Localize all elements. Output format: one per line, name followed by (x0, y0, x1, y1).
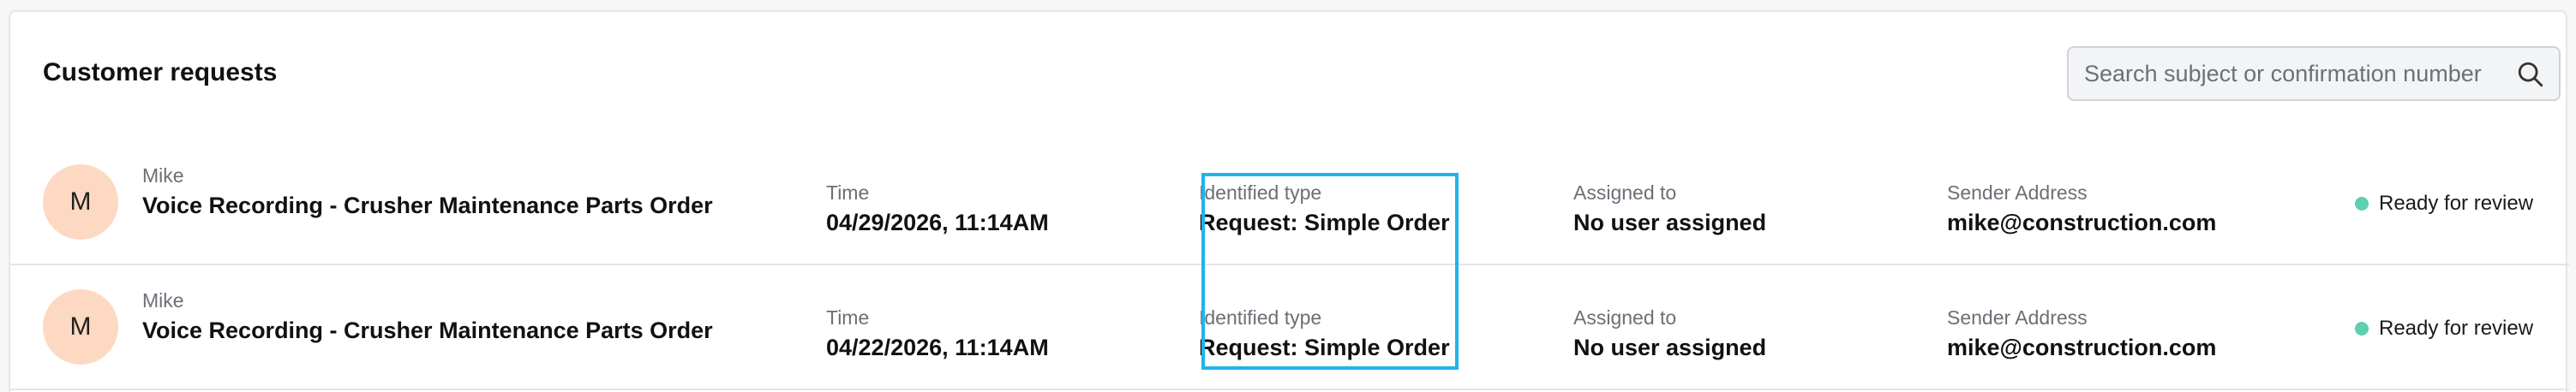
type-column: Identified type Request: Simple Order (1199, 308, 1450, 359)
type-value: Request: Simple Order (1199, 210, 1450, 235)
status-badge: Ready for review (2355, 317, 2533, 341)
assigned-column: Assigned to No user assigned (1573, 183, 1766, 235)
assigned-label: Assigned to (1573, 181, 1677, 204)
request-row[interactable]: M Mike Voice Recording - Crusher Mainten… (10, 140, 2569, 265)
customer-requests-panel: Customer requests M Mike Voice Recording… (9, 10, 2569, 392)
address-value: mike@construction.com (1947, 210, 2217, 235)
time-value: 04/29/2026, 11:14AM (826, 210, 1049, 235)
avatar: M (43, 289, 118, 365)
time-column: Time 04/29/2026, 11:14AM (826, 183, 1049, 235)
status-dot-icon (2355, 322, 2369, 336)
address-value: mike@construction.com (1947, 335, 2217, 360)
time-column: Time 04/22/2026, 11:14AM (826, 308, 1049, 359)
time-label: Time (826, 181, 870, 204)
time-label: Time (826, 306, 870, 329)
status-badge: Ready for review (2355, 192, 2533, 216)
assigned-value: No user assigned (1573, 335, 1767, 360)
sender-column: Mike Voice Recording - Crusher Maintenan… (142, 291, 713, 342)
type-column: Identified type Request: Simple Order (1199, 183, 1450, 235)
request-subject[interactable]: Voice Recording - Crusher Maintenance Pa… (142, 318, 713, 343)
sender-name: Mike (142, 164, 184, 187)
avatar: M (43, 164, 118, 240)
request-row[interactable]: M Mike Voice Recording - Crusher Mainten… (10, 265, 2569, 390)
status-dot-icon (2355, 197, 2369, 211)
assigned-value: No user assigned (1573, 210, 1767, 235)
search-box[interactable] (2067, 46, 2561, 101)
address-column: Sender Address mike@construction.com (1947, 183, 2216, 235)
assigned-label: Assigned to (1573, 306, 1677, 329)
assigned-column: Assigned to No user assigned (1573, 308, 1766, 359)
time-value: 04/22/2026, 11:14AM (826, 335, 1049, 360)
type-label: Identified type (1199, 181, 1322, 204)
type-label: Identified type (1199, 306, 1322, 329)
type-value: Request: Simple Order (1199, 335, 1450, 360)
address-label: Sender Address (1947, 306, 2088, 329)
sender-column: Mike Voice Recording - Crusher Maintenan… (142, 166, 713, 217)
address-column: Sender Address mike@construction.com (1947, 308, 2216, 359)
status-text: Ready for review (2379, 192, 2534, 215)
search-icon[interactable] (2516, 60, 2545, 89)
page-title: Customer requests (43, 58, 278, 86)
request-subject[interactable]: Voice Recording - Crusher Maintenance Pa… (142, 193, 713, 218)
status-text: Ready for review (2379, 317, 2534, 340)
address-label: Sender Address (1947, 181, 2088, 204)
search-input[interactable] (2082, 59, 2514, 88)
sender-name: Mike (142, 289, 184, 312)
